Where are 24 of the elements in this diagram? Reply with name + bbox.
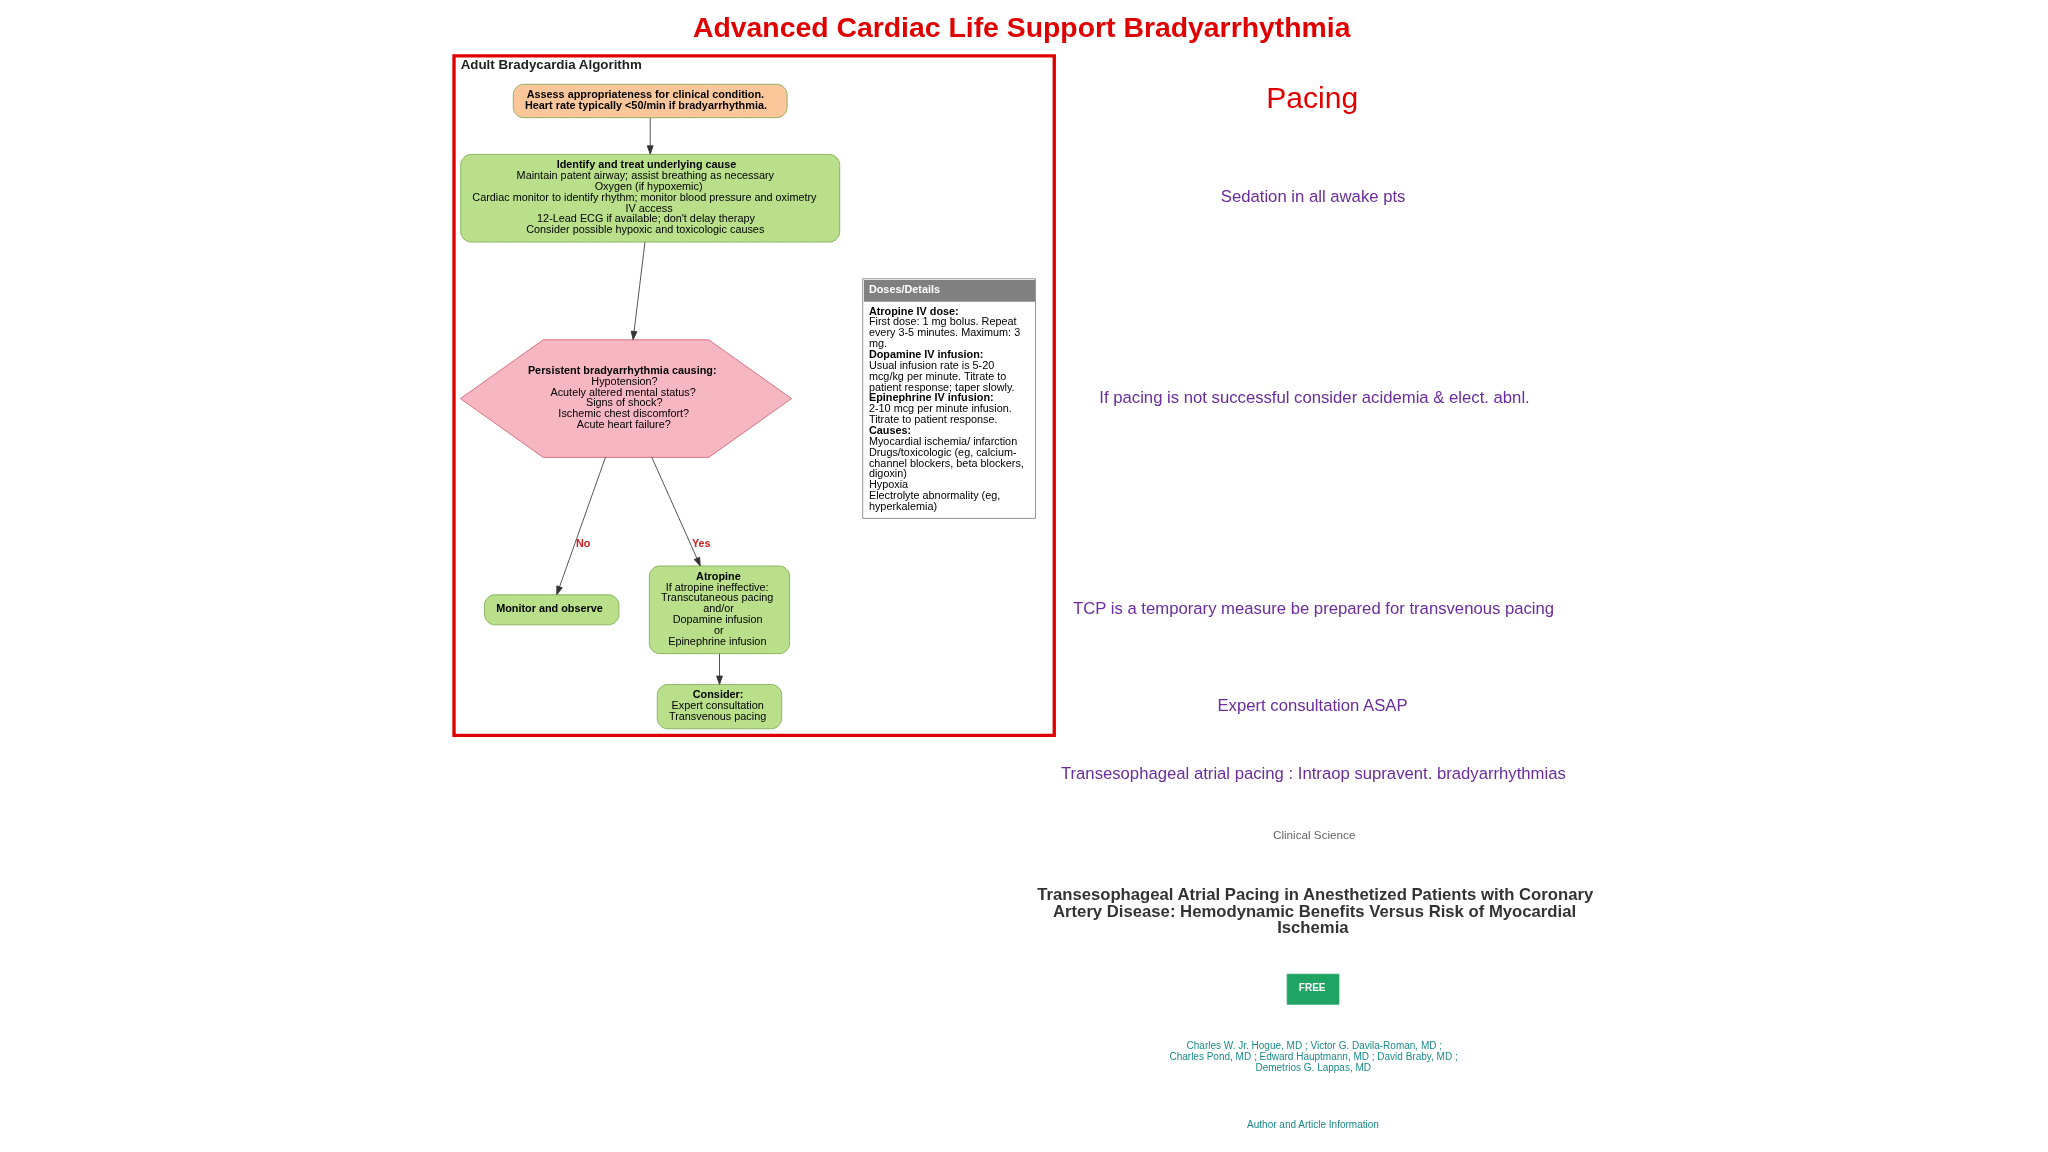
node-box: Atropine If atropine ineffective: Transcutaneous pacing and/or Dopamine infusion or Epinephrine infusion: [648, 565, 791, 655]
label: Author and Article Information: [1247, 1118, 1379, 1130]
label: Pacing: [1266, 81, 1359, 115]
label: If pacing is not successful consider acidemia & elect. abnl.: [1099, 387, 1530, 407]
node-box: Assess appropriateness for clinical condition. Heart rate typically <50/min if bradyarrhythmia.: [512, 83, 788, 119]
edge-label: Yes: [691, 537, 711, 550]
label: Expert consultation ASAP: [1217, 695, 1408, 715]
label: Transesophageal Atrial Pacing in Anesthetized Patients with Coronary Artery Disease: Hemodynamic Benefits Versus Risk of Myocardial Ischemia: [1037, 884, 1594, 938]
node-box: Identify and treat underlying cause Maintain patent airway; assist breathing as necessary Oxygen (if hypoxemic) Cardiac monitor to identify rhythm; monitor blood pressure and oximetry IV access 12-Lead ECG if available; don't delay therapy Consider possible hypoxic and toxicologic causes: [460, 154, 841, 243]
arrow: [651, 456, 701, 567]
node-box: Monitor and observe: [484, 594, 620, 626]
label: TCP is a temporary measure be prepared for transvenous pacing: [1073, 598, 1555, 618]
label: Sedation in all awake pts: [1220, 187, 1406, 207]
label: Clinical Science: [1272, 827, 1356, 841]
label: Charles W. Jr. Hogue, MD ; Victor G. Davila-Roman, MD ; Charles Pond, MD ; Edward Hauptmann, MD ; David Braby, MD ; Demetrios G. Lappas, MD: [1169, 1040, 1458, 1073]
edge-label: No: [575, 537, 591, 550]
arrow: [556, 456, 606, 596]
diagram-title: Advanced Cardiac Life Support Bradyarrhythmia: [692, 10, 1351, 43]
arrow: [716, 653, 723, 685]
label: FREE: [1298, 982, 1326, 993]
arrow: [630, 241, 646, 341]
arrow: [646, 117, 654, 155]
label: Transesophageal atrial pacing : Intraop supravent. bradyarrhythmias: [1060, 763, 1566, 783]
node-box: Consider: Expert consultation Transvenous pacing: [656, 684, 783, 730]
